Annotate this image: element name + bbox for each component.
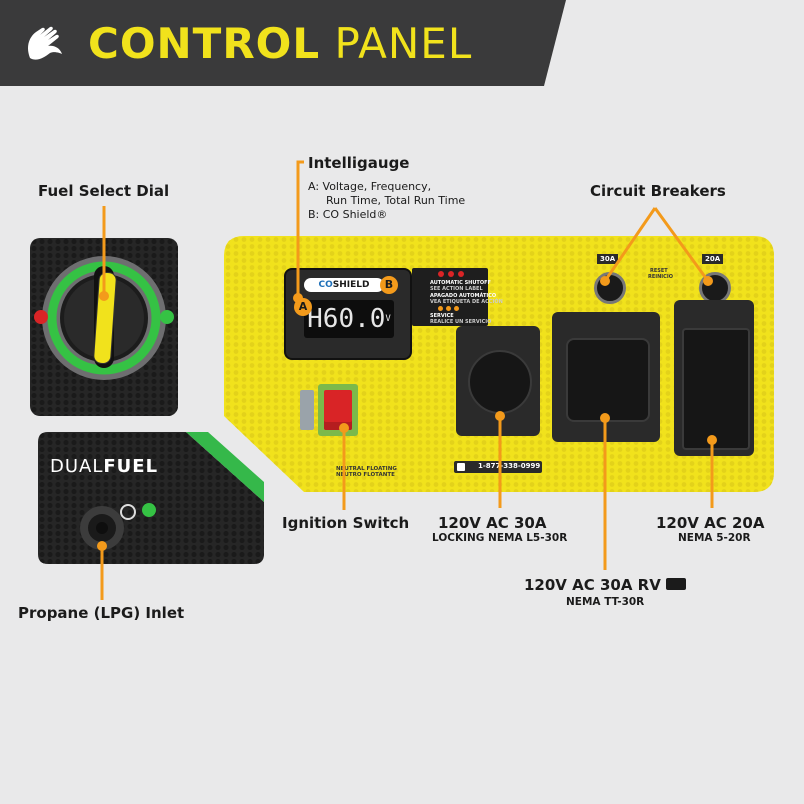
badge-b: B <box>380 276 398 294</box>
neutral-floating-es-text: NEUTRO FLOTANTE <box>336 472 395 478</box>
page-header: CONTROL PANEL <box>0 0 804 86</box>
hand-logo-icon <box>28 26 62 60</box>
outlet-rv-label: 120V AC 30A RV <box>524 576 661 594</box>
neutral-floating-text: NEUTRAL FLOATING <box>336 466 397 472</box>
co-shield-logo: COSHIELD <box>304 278 384 292</box>
outlet-20a-duplex[interactable] <box>682 328 750 450</box>
co-logo-text: CO <box>318 280 333 290</box>
dual-fuel-logo: DUALFUEL <box>50 456 158 477</box>
breaker-30a[interactable] <box>594 272 626 304</box>
intelligauge-display: COSHIELD H60.0V A B <box>284 268 412 360</box>
fuel-select-dial-label: Fuel Select Dial <box>38 182 170 200</box>
breaker-20a[interactable] <box>699 272 731 304</box>
auto-shutoff-es: APAGADO AUTOMÁTICO <box>430 293 497 299</box>
intelligauge-b-text: B: CO Shield® <box>308 208 388 221</box>
breaker-20a-label: 20A <box>702 254 724 264</box>
outlet-20a-cover <box>674 300 754 456</box>
dual-text: DUAL <box>50 456 104 477</box>
display-screen: H60.0V <box>304 300 394 338</box>
auto-shutoff-es-sub: VEA ETIQUETA DE ACCIÓN <box>430 299 503 305</box>
badge-a: A <box>294 298 312 316</box>
reset-es-text: REINICIO <box>648 274 673 280</box>
fuel-text: FUEL <box>103 456 159 477</box>
outlet-20a-label: 120V AC 20A <box>656 514 765 532</box>
indicator-led <box>454 306 459 311</box>
indicator-led <box>458 271 464 277</box>
auto-shutoff-text: AUTOMATIC SHUTOFF <box>430 280 491 286</box>
dual-fuel-panel-bg <box>38 432 264 564</box>
phone-icon <box>457 463 465 471</box>
ignition-switch-assembly <box>300 384 360 438</box>
dual-fuel-panel: DUALFUEL <box>38 432 264 564</box>
title-bold: CONTROL <box>88 19 321 68</box>
outlet-30a-sub-label: LOCKING NEMA L5-30R <box>432 532 568 544</box>
rv-trailer-icon <box>666 578 686 590</box>
header-banner <box>0 0 566 86</box>
indicator-led <box>438 271 444 277</box>
outlet-20a-sub-label: NEMA 5-20R <box>678 532 751 544</box>
indicator-led <box>448 271 454 277</box>
gas-can-icon <box>34 310 48 324</box>
phone-label: 1-877-338-0999 <box>454 461 542 473</box>
page-title: CONTROL PANEL <box>88 18 472 70</box>
outlet-30a-locking[interactable] <box>468 350 532 414</box>
indicator-led <box>446 306 451 311</box>
co-shield-text: SHIELD <box>332 280 370 290</box>
title-light: PANEL <box>334 19 473 68</box>
intelligauge-label: Intelligauge <box>308 154 410 172</box>
propane-tank-icon <box>142 503 156 517</box>
display-reading: H60.0 <box>307 304 386 334</box>
outlet-30a-rv[interactable] <box>566 338 650 422</box>
propane-inlet[interactable] <box>82 508 122 548</box>
phone-number: 1-877-338-0999 <box>478 462 541 470</box>
service-text: SERVICE <box>430 313 454 319</box>
auto-shutoff-sub: SEE ACTION LABEL <box>430 286 483 292</box>
propane-tank-icon <box>160 310 174 324</box>
ignition-switch-label: Ignition Switch <box>282 514 410 532</box>
ignition-switch[interactable] <box>324 390 352 430</box>
breaker-30a-label: 30A <box>597 254 619 264</box>
intelligauge-a2-text: Run Time, Total Run Time <box>326 194 466 207</box>
circuit-breakers-label: Circuit Breakers <box>590 182 726 200</box>
intelligauge-a-text: A: Voltage, Frequency, <box>308 180 432 193</box>
outlet-30a-label: 120V AC 30A <box>438 514 547 532</box>
display-unit: V <box>385 314 391 324</box>
propane-inlet-label: Propane (LPG) Inlet <box>18 604 185 622</box>
fuel-select-panel <box>30 238 178 416</box>
automatic-shutoff-label: AUTOMATIC SHUTOFF SEE ACTION LABEL APAGA… <box>412 268 503 326</box>
outlet-30a-rv-cover <box>552 312 660 442</box>
outlet-rv-sub-label: NEMA TT-30R <box>566 596 645 608</box>
indicator-led <box>438 306 443 311</box>
service-es-text: REALICE UN SERVICIO <box>430 319 492 325</box>
gauge-icon <box>120 504 136 520</box>
outlet-30a-locking-cover <box>456 326 540 436</box>
switch-label-strip <box>300 390 314 430</box>
